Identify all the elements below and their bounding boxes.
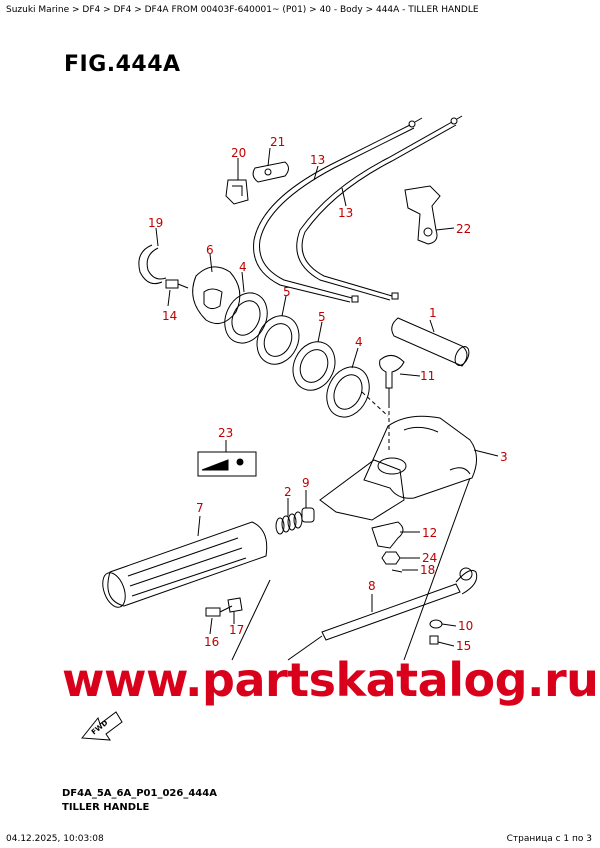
callout-12[interactable]: 12 xyxy=(422,526,437,540)
callout-14[interactable]: 14 xyxy=(162,309,177,323)
fwd-arrow-icon xyxy=(81,711,123,741)
washer-part-10 xyxy=(429,619,443,629)
print-date: 04.12.2025, 10:03:08 xyxy=(6,834,104,844)
caution-label-part-23 xyxy=(197,451,257,477)
handle-grip-part-7 xyxy=(107,521,268,607)
callout-16[interactable]: 16 xyxy=(204,635,219,649)
breadcrumb[interactable]: Suzuki Marine > DF4 > DF4 > DF4A FROM 00… xyxy=(6,5,479,15)
collar-part-9 xyxy=(301,507,315,523)
callout-4-lower[interactable]: 4 xyxy=(355,335,363,349)
plate-part-6 xyxy=(192,266,241,325)
callout-18[interactable]: 18 xyxy=(420,563,435,577)
callout-13-right[interactable]: 13 xyxy=(338,206,353,220)
clip-part-21 xyxy=(252,161,289,183)
callout-9[interactable]: 9 xyxy=(302,476,310,490)
nut-part-24 xyxy=(381,551,401,565)
callout-19[interactable]: 19 xyxy=(148,216,163,230)
diagram-name: TILLER HANDLE xyxy=(62,802,150,813)
throttle-cable-drawing xyxy=(253,115,463,303)
stopper-part-12 xyxy=(371,521,404,549)
callout-5-lower[interactable]: 5 xyxy=(318,310,326,324)
throttle-shaft-part-8 xyxy=(321,583,461,641)
bracket-part-22 xyxy=(404,185,441,245)
callout-2[interactable]: 2 xyxy=(284,485,292,499)
callout-15[interactable]: 15 xyxy=(456,639,471,653)
watermark: www.partskatalog.ru xyxy=(62,653,598,707)
bushing-part-5-lower xyxy=(292,341,336,391)
callout-6[interactable]: 6 xyxy=(206,243,214,257)
callout-20[interactable]: 20 xyxy=(231,146,246,160)
screw-part-14 xyxy=(165,279,179,289)
callout-5-upper[interactable]: 5 xyxy=(283,285,291,299)
callout-8[interactable]: 8 xyxy=(368,579,376,593)
callout-23[interactable]: 23 xyxy=(218,426,233,440)
diagram-code: DF4A_5A_6A_P01_026_444A xyxy=(62,788,217,799)
page-indicator: Страница с 1 по 3 xyxy=(506,834,592,844)
ring-part-4-lower xyxy=(326,366,370,418)
callout-1[interactable]: 1 xyxy=(429,306,437,320)
bolt-part-15 xyxy=(429,635,439,645)
callout-7[interactable]: 7 xyxy=(196,501,204,515)
figure-title: FIG.444A xyxy=(64,52,181,77)
callout-3[interactable]: 3 xyxy=(500,450,508,464)
callout-22[interactable]: 22 xyxy=(456,222,471,236)
callout-13-left[interactable]: 13 xyxy=(310,153,325,167)
callout-10[interactable]: 10 xyxy=(458,619,473,633)
throttle-knob-part-11 xyxy=(379,355,405,389)
callout-4-upper[interactable]: 4 xyxy=(239,260,247,274)
spring-part-2 xyxy=(275,511,303,535)
callout-11[interactable]: 11 xyxy=(420,369,435,383)
callout-21[interactable]: 21 xyxy=(270,135,285,149)
tiller-housing-part-3 xyxy=(363,415,477,499)
screw-part-16 xyxy=(205,607,221,617)
circlip-part-19 xyxy=(138,244,163,285)
bushing-part-5-upper xyxy=(256,315,300,365)
callout-17[interactable]: 17 xyxy=(229,623,244,637)
ring-part-4-upper xyxy=(224,292,268,344)
nut-part-17 xyxy=(227,597,243,613)
grip-rod-part-1 xyxy=(391,317,468,367)
callout-24[interactable]: 24 xyxy=(422,551,437,565)
bracket-part-20 xyxy=(225,179,249,205)
